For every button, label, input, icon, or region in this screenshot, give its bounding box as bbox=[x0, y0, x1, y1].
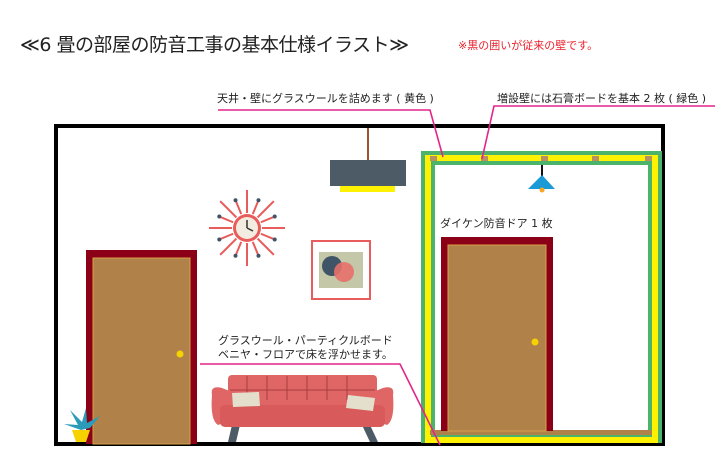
clock-spoke-tip bbox=[272, 237, 277, 242]
callout-lines bbox=[200, 105, 715, 446]
clock-spoke bbox=[251, 241, 260, 257]
clock-spoke bbox=[218, 232, 234, 241]
floor-callout-line1: グラスウール・パーティクルボード bbox=[218, 334, 393, 347]
clock-spoke-tip bbox=[217, 237, 222, 242]
clock-spoke bbox=[234, 241, 243, 257]
pendant-lamp-blue-icon bbox=[528, 165, 555, 193]
sofa-icon bbox=[211, 375, 394, 442]
clock-spoke-tip bbox=[233, 198, 238, 203]
clock-spoke-tip bbox=[256, 253, 261, 258]
page-title: ≪6 畳の部屋の防音工事の基本仕様イラスト≫ bbox=[20, 34, 409, 56]
clock-spoke-tip bbox=[256, 198, 261, 203]
floor-callout-line2: ベニヤ・フロアで床を浮かせます。 bbox=[218, 348, 393, 361]
door-callout: ダイケン防音ドア 1 枚 bbox=[440, 217, 553, 230]
ceiling-lamp-icon bbox=[330, 128, 406, 192]
legend-note: ※黒の囲いが従来の壁です。 bbox=[458, 39, 599, 52]
soundproof-door bbox=[441, 237, 553, 432]
studs bbox=[430, 156, 652, 435]
clock-spoke bbox=[218, 215, 234, 224]
clock-spoke bbox=[251, 199, 260, 215]
clock-spoke bbox=[219, 200, 238, 219]
insulation-callout: 天井・壁にグラスウールを詰めます ( 黄色 ) bbox=[217, 92, 434, 105]
clock-spoke bbox=[256, 200, 275, 219]
clock-spoke-tip bbox=[233, 253, 238, 258]
gypsum-callout: 増設壁には石膏ボードを基本 2 枚 ( 緑色 ) bbox=[497, 92, 707, 105]
clock-spoke bbox=[219, 237, 238, 256]
clock-spoke bbox=[234, 199, 243, 215]
clock-spoke bbox=[260, 232, 276, 241]
existing-door bbox=[86, 250, 197, 445]
clock-spoke-tip bbox=[217, 214, 222, 219]
sunburst-clock-icon bbox=[209, 190, 285, 266]
clock-spoke bbox=[260, 215, 276, 224]
plant-icon bbox=[64, 408, 100, 442]
clock-spoke-tip bbox=[272, 214, 277, 219]
clock-spoke bbox=[256, 237, 275, 256]
wall-picture bbox=[311, 240, 371, 300]
